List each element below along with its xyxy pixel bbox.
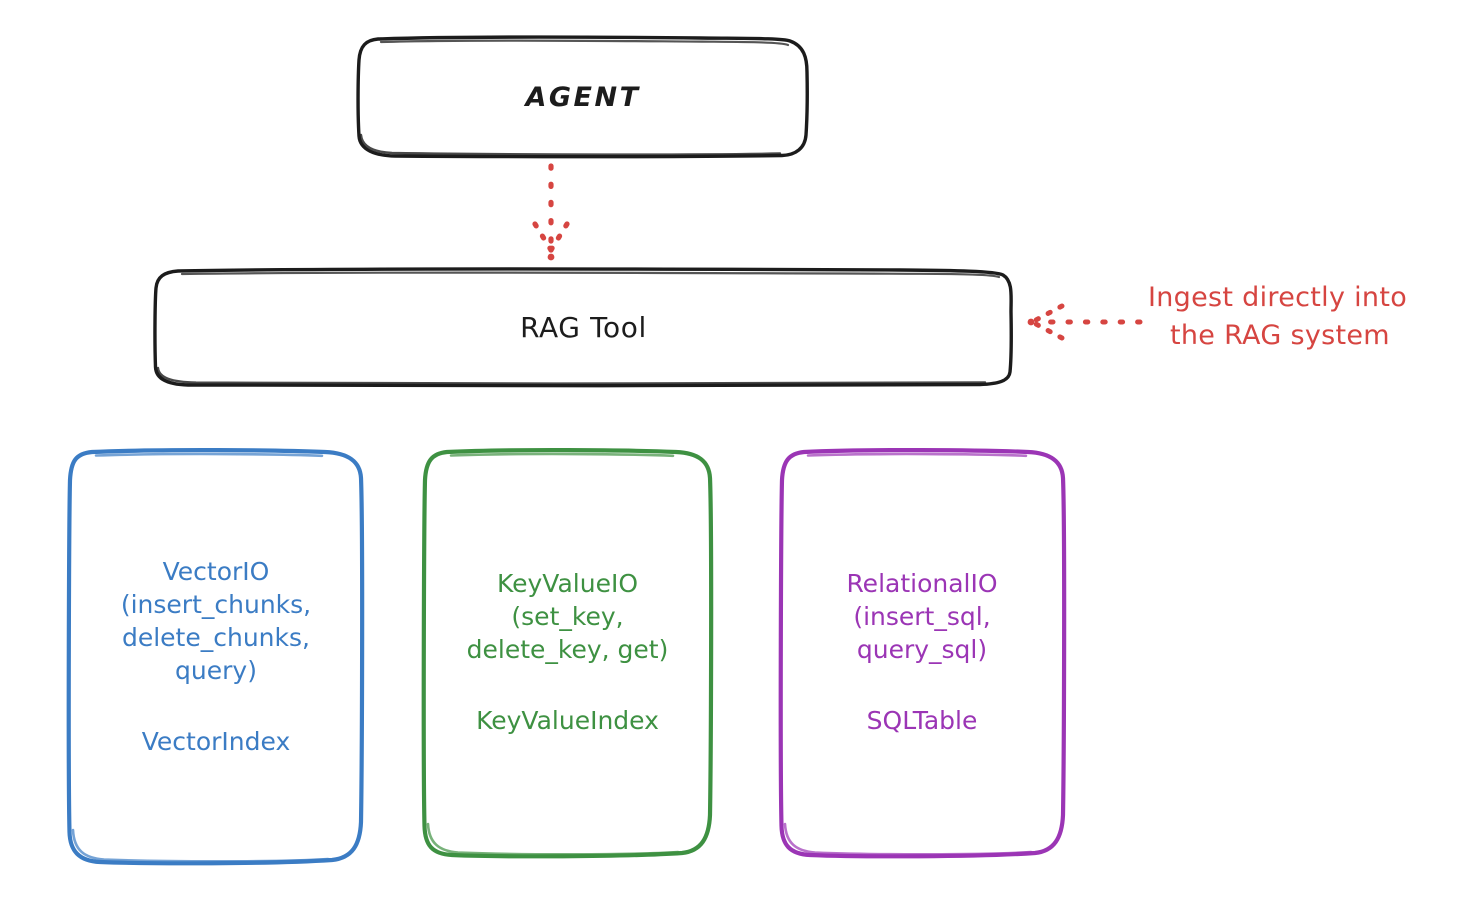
ingest-annotation-line-2: the RAG system [1170,320,1390,352]
relationalio-node[interactable]: RelationalIO (insert_sql, query_sql) SQL… [781,449,1063,855]
agent-node[interactable]: AGENT [357,37,809,157]
ingest-to-rag-arrow [1027,303,1143,341]
vectorio-index-label: VectorIndex [141,726,291,756]
keyvalueio-node[interactable]: KeyValueIO (set_key, delete_key, get) Ke… [424,449,711,855]
agent-to-rag-arrow [532,163,570,261]
relationalio-index-label: SQLTable [866,706,978,735]
ingest-annotation-line-1: Ingest directly into [1148,282,1408,313]
keyvalueio-api-label: KeyValueIO (set_key, delete_key, get) [466,569,669,664]
vectorio-api-label: VectorIO (insert_chunks, delete_chunks, … [120,556,312,685]
keyvalueio-index-label: KeyValueIndex [476,706,659,735]
vectorio-node[interactable]: VectorIO (insert_chunks, delete_chunks, … [69,449,363,863]
rag-tool-node[interactable]: RAG Tool [155,269,1012,385]
relationalio-api-label: RelationalIO (insert_sql, query_sql) [846,569,998,664]
ingest-annotation: Ingest directly into the RAG system [1148,279,1478,356]
rag-tool-label: RAG Tool [520,310,647,344]
agent-label: AGENT [525,81,641,113]
